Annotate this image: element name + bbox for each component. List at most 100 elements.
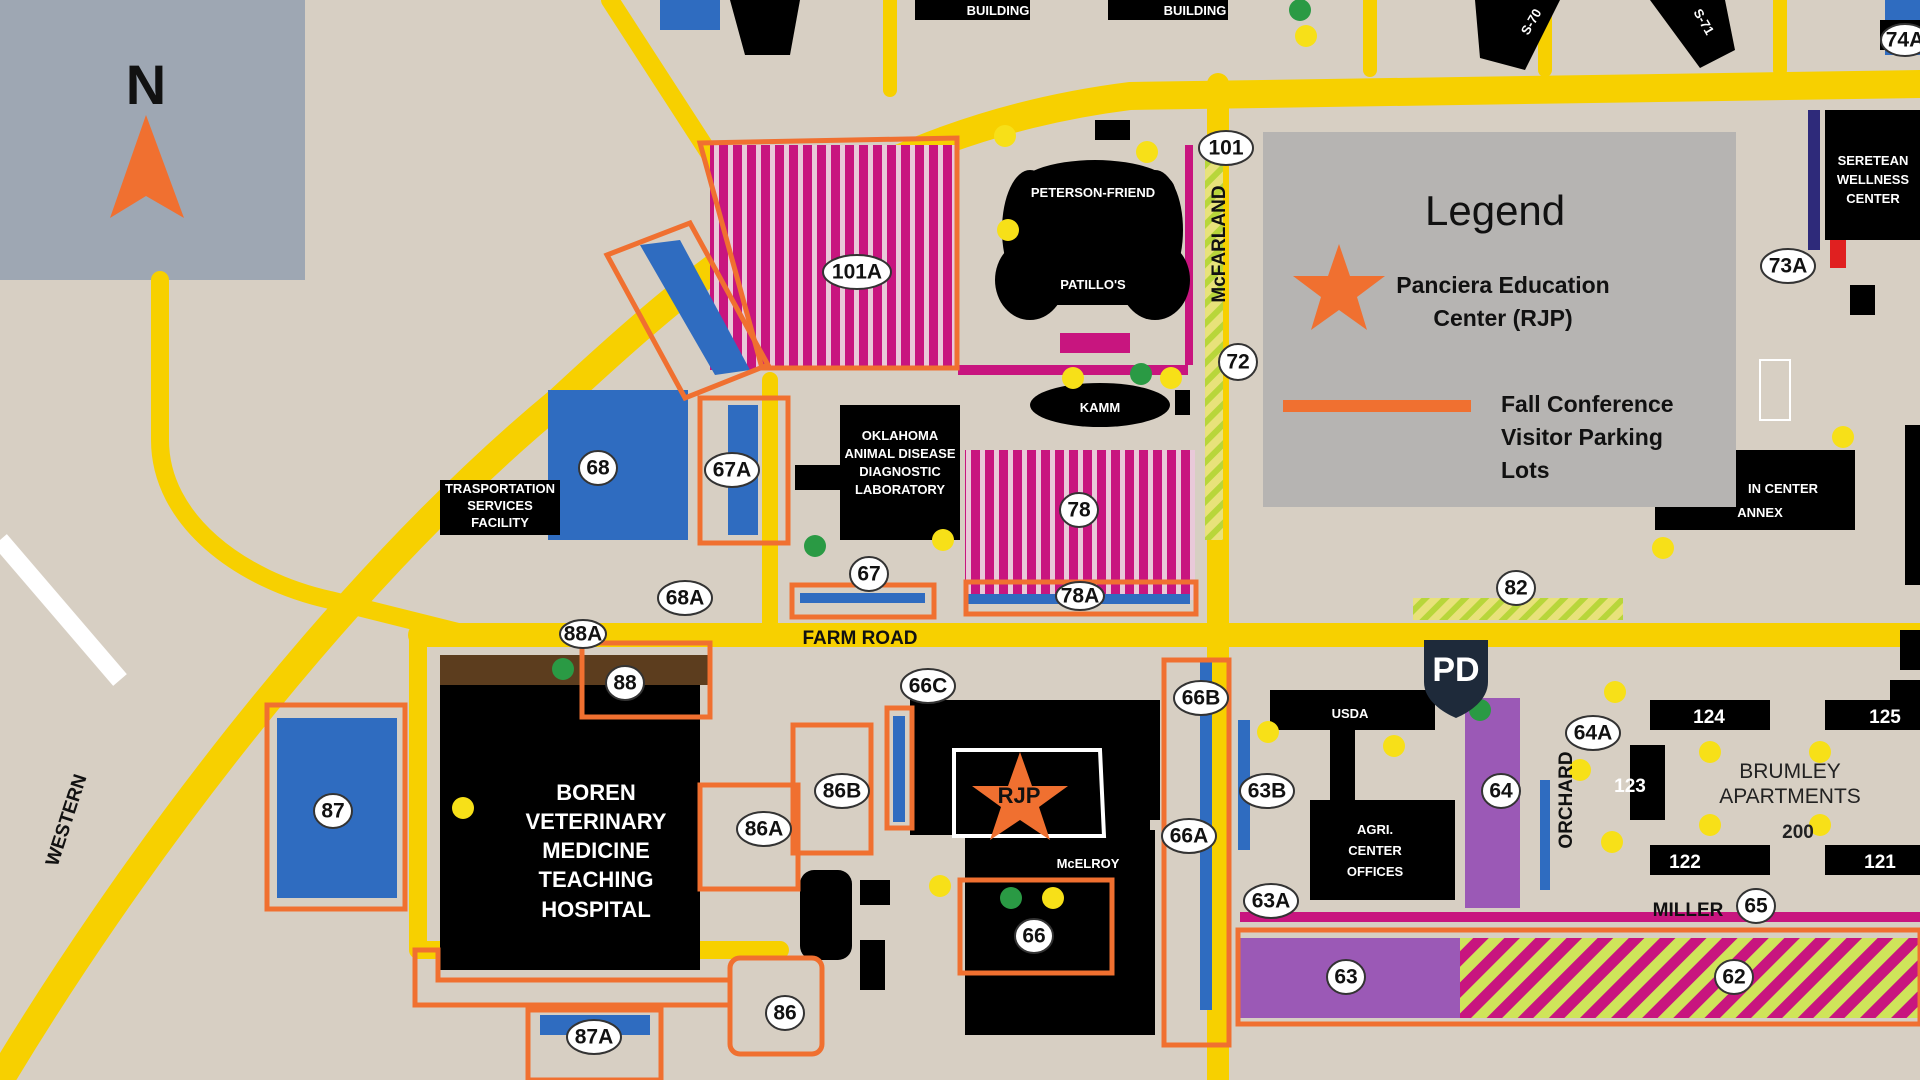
transport-line-3: FACILITY [471, 515, 529, 530]
legend-panel: Legend Panciera Education Center (RJP) F… [1263, 132, 1736, 507]
boren-line-3: MEDICINE [542, 838, 650, 863]
svg-text:63B: 63B [1248, 780, 1287, 803]
svg-text:68: 68 [586, 457, 610, 480]
svg-text:68A: 68A [666, 587, 705, 610]
western-label: WESTERN [42, 772, 91, 869]
legend-star-icon [1291, 242, 1387, 339]
north-label: N [126, 53, 166, 116]
svg-text:78: 78 [1067, 499, 1091, 522]
lot-82: 82 [1496, 570, 1536, 606]
lot-68: 68 [578, 450, 618, 486]
svg-text:73A: 73A [1769, 255, 1808, 278]
boren-line-1: BOREN [556, 780, 635, 805]
svg-text:86: 86 [773, 1002, 796, 1025]
lot-87: 87 [313, 793, 353, 829]
map-dots [452, 0, 1854, 909]
oadd-line-4: LABORATORY [855, 482, 945, 497]
rjp-star-icon [972, 752, 1068, 840]
lot-68a: 68A [657, 580, 713, 616]
svg-text:101A: 101A [832, 261, 882, 284]
lot-101: 101 [1198, 130, 1254, 166]
svg-text:64: 64 [1489, 780, 1513, 803]
seretean-line-1: SERETEAN [1838, 153, 1909, 168]
lot-67: 67 [849, 556, 889, 592]
svg-text:63: 63 [1334, 966, 1357, 989]
lot-74a: 74A [1880, 23, 1920, 57]
svg-text:86A: 86A [745, 818, 784, 841]
apt-125: 125 [1869, 707, 1901, 728]
legend-lots-label: Fall Conference Visitor Parking Lots [1501, 391, 1674, 483]
pd-label: PD [1432, 651, 1479, 689]
seretean-line-2: WELLNESS [1837, 172, 1910, 187]
svg-text:82: 82 [1504, 577, 1527, 600]
lot-86b: 86B [814, 773, 870, 809]
oadd-line-1: OKLAHOMA [862, 428, 939, 443]
svg-text:67: 67 [857, 563, 880, 586]
lot-87a: 87A [566, 1019, 622, 1055]
annex-line-1: IN CENTER [1748, 481, 1819, 496]
lot-73a: 73A [1760, 248, 1816, 284]
agri-line-3: OFFICES [1347, 864, 1404, 879]
svg-text:66B: 66B [1182, 687, 1221, 710]
pd-badge: PD [1424, 640, 1488, 718]
oadd-line-3: DIAGNOSTIC [859, 464, 941, 479]
lot-65: 65 [1736, 888, 1776, 924]
agri-line-2: CENTER [1348, 843, 1402, 858]
lot-72: 72 [1218, 343, 1258, 381]
apt-121: 121 [1864, 852, 1896, 873]
lot-78: 78 [1059, 492, 1099, 528]
apt-124: 124 [1693, 707, 1725, 728]
farm-road-label: FARM ROAD [802, 628, 917, 649]
lot-66b: 66B [1173, 680, 1229, 716]
building-top-1: BUILDING [967, 3, 1030, 18]
svg-text:87: 87 [321, 800, 344, 823]
white-road [0, 534, 127, 686]
legend-line-icon [1283, 400, 1471, 412]
miller-label: MILLER [1653, 900, 1724, 921]
kamm-label: KAMM [1080, 400, 1120, 415]
svg-text:66C: 66C [909, 675, 948, 698]
lot-62: 62 [1714, 959, 1754, 995]
legend-rjp-label: Panciera Education Center (RJP) [1396, 272, 1610, 331]
svg-text:64A: 64A [1574, 722, 1613, 745]
svg-text:88A: 88A [564, 623, 603, 646]
compass-panel: N [0, 0, 305, 280]
lot-64: 64 [1481, 773, 1521, 809]
lot-101a: 101A [822, 254, 892, 290]
seretean-line-3: CENTER [1846, 191, 1900, 206]
svg-text:101: 101 [1208, 137, 1243, 160]
annex-line-2: ANNEX [1737, 505, 1783, 520]
lot-78a: 78A [1055, 581, 1105, 611]
svg-text:66A: 66A [1170, 825, 1209, 848]
usda-label: USDA [1332, 706, 1369, 721]
boren-line-4: TEACHING [539, 867, 654, 892]
brumley-line-2: APARTMENTS [1719, 785, 1861, 808]
mcfarland-label: McFARLAND [1209, 185, 1230, 302]
lot-63a: 63A [1243, 883, 1299, 919]
lot-88a: 88A [559, 619, 607, 649]
lot-markers: 101 101A 72 73A 68 67A 78 67 68A 78A 82 … [313, 23, 1920, 1055]
lot-66: 66 [1014, 918, 1054, 954]
annex-outline [1759, 359, 1791, 421]
transport-line-2: SERVICES [467, 498, 533, 513]
svg-text:62: 62 [1722, 966, 1745, 989]
brumley-line-1: BRUMLEY [1739, 760, 1841, 783]
lot-66c: 66C [900, 668, 956, 704]
lot-63b: 63B [1239, 773, 1295, 809]
svg-text:65: 65 [1744, 895, 1768, 918]
svg-text:66: 66 [1022, 925, 1045, 948]
rjp-label: RJP [998, 783, 1041, 808]
lot-86a: 86A [736, 811, 792, 847]
svg-text:63A: 63A [1252, 890, 1291, 913]
building-labels: BOREN VETERINARY MEDICINE TEACHING HOSPI… [445, 3, 1909, 922]
lot-88: 88 [605, 665, 645, 701]
boren-line-5: HOSPITAL [541, 897, 651, 922]
svg-text:67A: 67A [713, 459, 752, 482]
svg-text:74A: 74A [1886, 29, 1920, 52]
legend-title: Legend [1425, 187, 1566, 234]
svg-text:88: 88 [613, 672, 637, 695]
transport-line-1: TRASPORTATION [445, 481, 555, 496]
svg-text:87A: 87A [575, 1026, 614, 1049]
